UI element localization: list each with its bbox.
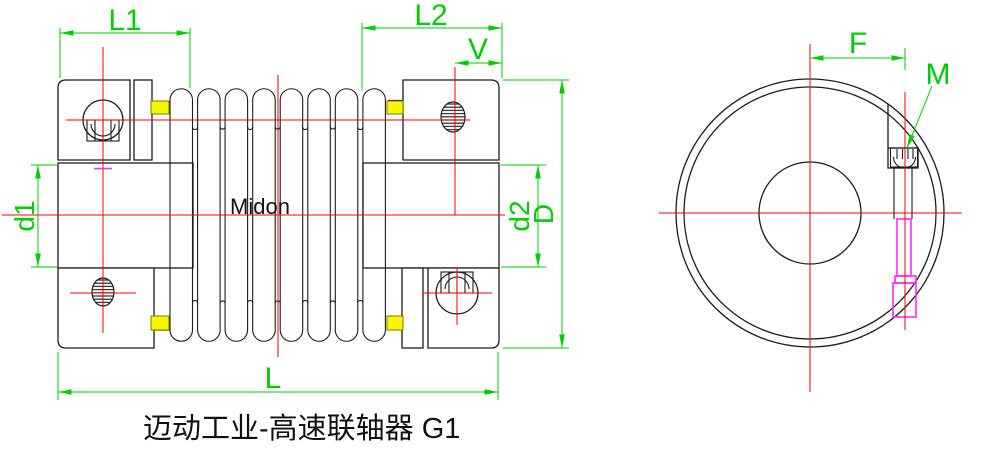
set-screw-hole-top-right	[440, 101, 466, 133]
dim-V-label: V	[468, 33, 488, 66]
right-hub-bottom-block	[427, 267, 500, 349]
dim-L2-label: L2	[414, 0, 447, 32]
drawing-caption: 迈动工业-高速联轴器 G1	[143, 412, 460, 445]
screw-head-box	[889, 147, 919, 168]
dim-D-extensions	[503, 79, 569, 349]
side-view-dimensions: L1 L2 V d1 d2 D L	[9, 0, 569, 400]
key-bottom-left	[150, 315, 170, 331]
dim-D-label: D	[528, 204, 559, 224]
key-bottom-right	[386, 315, 404, 331]
slot-channel-walls	[893, 168, 913, 219]
dim-L1-extensions	[59, 28, 191, 88]
dim-d1-label: d1	[9, 200, 40, 231]
bellows-bottom-caps	[169, 329, 386, 342]
key-top-right	[386, 100, 404, 115]
dim-F-label: F	[849, 27, 867, 60]
dim-L2-extensions	[361, 23, 503, 90]
dim-d2-label: d2	[504, 200, 535, 231]
bellows-top-caps	[169, 88, 386, 101]
dim-M-leader	[906, 85, 933, 149]
clamp-slot	[887, 104, 919, 219]
dim-L-label: L	[265, 362, 282, 395]
brand-label: Midon	[230, 194, 290, 219]
side-view: Midon	[2, 47, 505, 357]
dim-L1-label: L1	[108, 4, 141, 37]
dim-M-label: M	[926, 58, 951, 91]
key-top-left	[150, 100, 170, 115]
thread-shaft	[896, 218, 912, 277]
left-hub-bottom-block	[57, 267, 155, 349]
screw-head-lines	[896, 149, 914, 159]
side-view-centerlines	[2, 47, 505, 357]
right-hub-bottom-band	[401, 267, 424, 349]
front-view: F M	[659, 27, 962, 392]
